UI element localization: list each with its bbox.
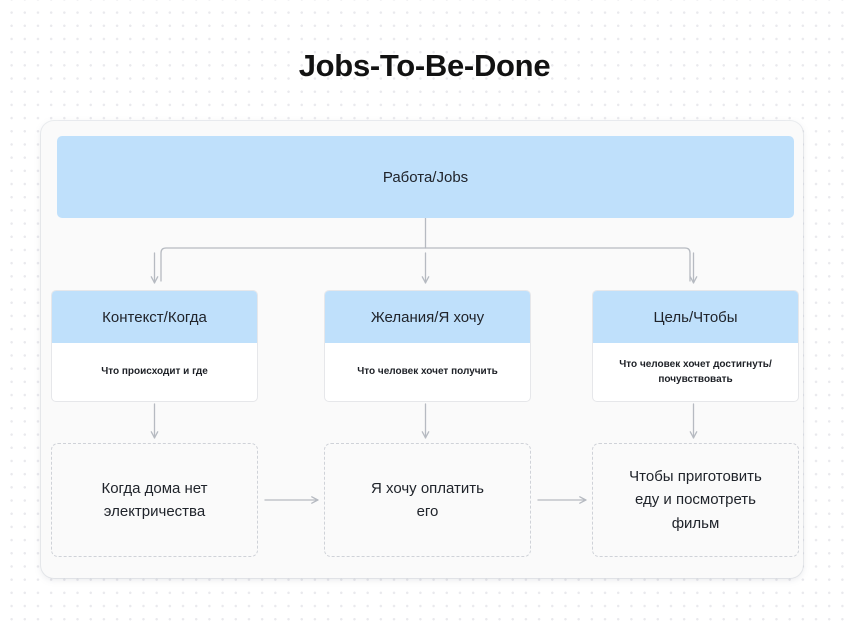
node-column-2-header: Желания/Я хочу — [325, 291, 530, 343]
node-column-3[interactable]: Цель/Чтобы Что человек хочет достигнуть/… — [592, 290, 799, 402]
node-column-1-description: Что происходит и где — [101, 366, 208, 378]
node-root[interactable]: Работа/Jobs — [57, 136, 794, 218]
page-title: Jobs-To-Be-Done — [298, 48, 551, 83]
node-column-1-header: Контекст/Когда — [52, 291, 257, 343]
node-column-3-description: Что человек хочет достигнуть/ почувствов… — [619, 359, 772, 385]
node-column-2-description: Что человек хочет получить — [357, 366, 498, 378]
node-root-label: Работа/Jobs — [382, 168, 469, 186]
node-column-3-header: Цель/Чтобы — [593, 291, 798, 343]
node-example-2[interactable]: Я хочу оплатить его — [324, 443, 531, 557]
node-column-1[interactable]: Контекст/Когда Что происходит и где — [51, 290, 258, 402]
node-example-3[interactable]: Чтобы приготовить еду и посмотреть фильм — [592, 443, 799, 557]
node-column-2[interactable]: Желания/Я хочу Что человек хочет получит… — [324, 290, 531, 402]
node-example-1[interactable]: Когда дома нет электричества — [51, 443, 258, 557]
